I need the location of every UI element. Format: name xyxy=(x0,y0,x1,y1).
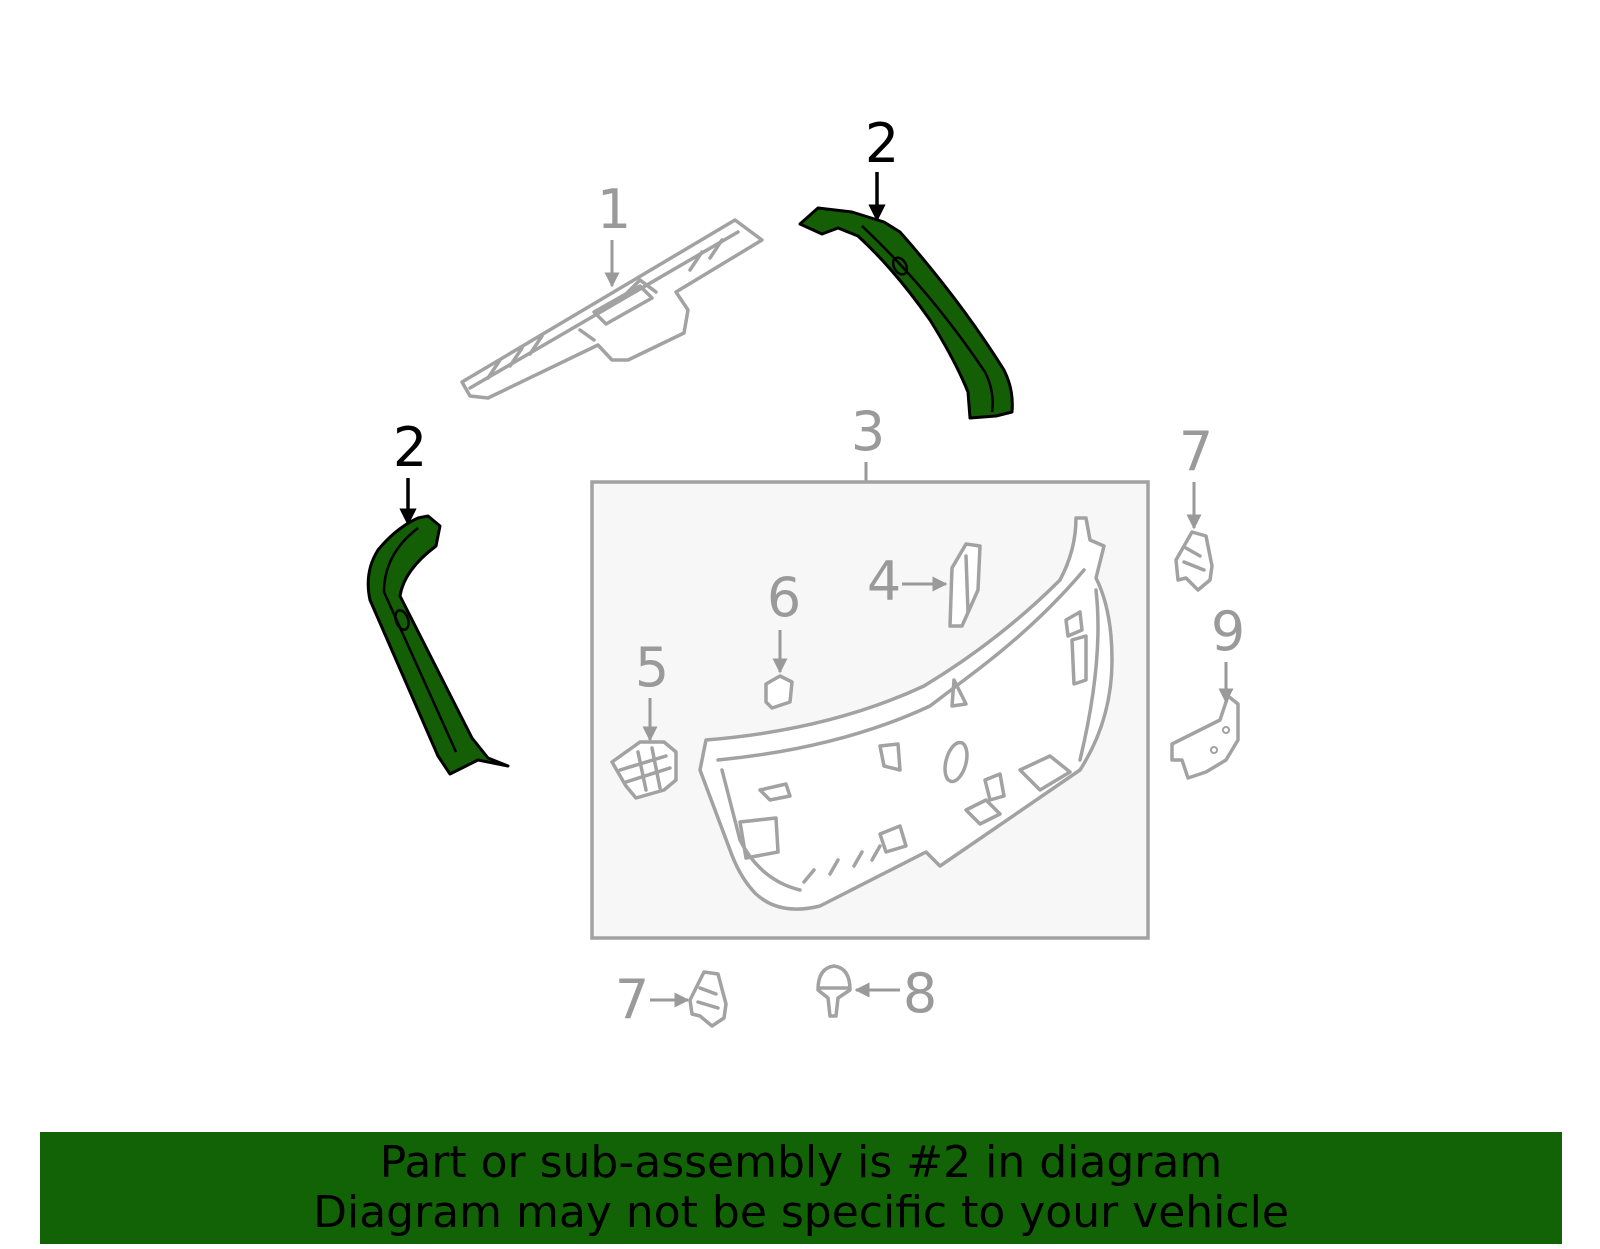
part-5-grille[interactable] xyxy=(610,740,678,800)
banner-line-disclaimer: Diagram may not be specific to your vehi… xyxy=(313,1187,1289,1238)
part-4-pad[interactable] xyxy=(948,542,982,628)
callout-1: 1 xyxy=(597,178,631,241)
part-7-clip-bottom[interactable] xyxy=(688,970,728,1028)
callout-7-right: 7 xyxy=(1179,420,1213,483)
part-6-cap[interactable] xyxy=(764,674,794,710)
callout-2-top: 2 xyxy=(865,112,899,175)
callout-2-left: 2 xyxy=(393,416,427,479)
part-3-liftgate-trim-panel[interactable] xyxy=(698,516,1114,911)
callout-7-bottom: 7 xyxy=(615,968,649,1031)
part-9-bracket[interactable] xyxy=(1170,694,1240,780)
callout-6: 6 xyxy=(767,566,801,629)
disclaimer-banner: Part or sub-assembly is #2 in diagram Di… xyxy=(40,1132,1562,1244)
callout-9: 9 xyxy=(1211,600,1245,663)
callout-5: 5 xyxy=(635,636,669,699)
part-2-right-side-trim[interactable] xyxy=(798,206,1014,420)
part-8-push-pin[interactable] xyxy=(816,964,852,1018)
part-2-left-side-trim[interactable] xyxy=(366,514,510,776)
part-1-upper-trim[interactable] xyxy=(460,218,764,400)
part-7-clip-right[interactable] xyxy=(1174,530,1214,592)
callout-8: 8 xyxy=(903,962,937,1025)
callout-4: 4 xyxy=(867,550,901,613)
callout-3: 3 xyxy=(851,400,885,463)
banner-line-part-number: Part or sub-assembly is #2 in diagram xyxy=(379,1137,1223,1188)
